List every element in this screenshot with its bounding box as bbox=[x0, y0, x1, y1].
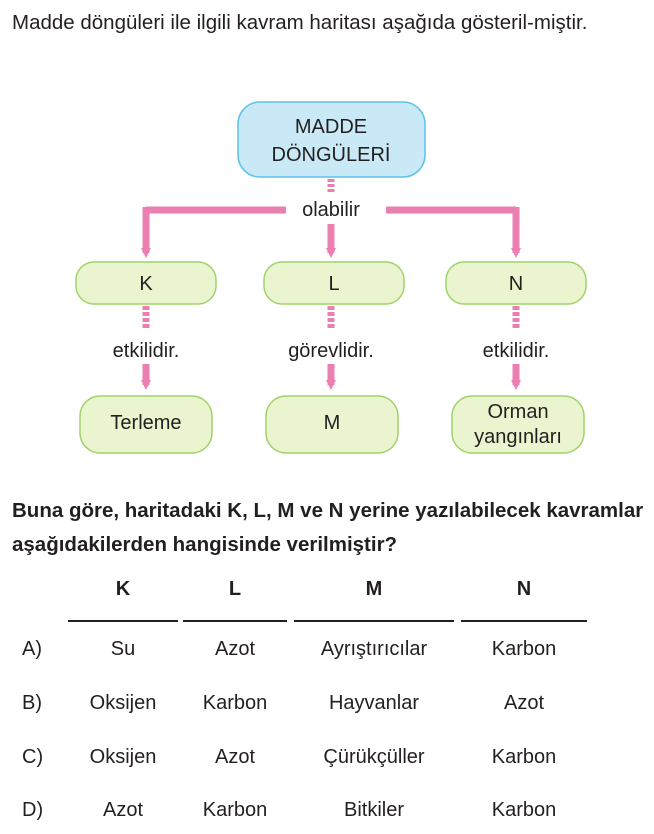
option-letter-c: C) bbox=[22, 746, 44, 768]
result-node-n bbox=[451, 395, 585, 454]
option-c-n: Karbon bbox=[491, 746, 557, 768]
option-a-n: Karbon bbox=[491, 638, 557, 660]
question-text: Buna göre, haritadaki K, L, M ve N yerin… bbox=[12, 499, 644, 556]
option-a-l: Azot bbox=[214, 638, 256, 660]
relation-label-k: etkilidir. bbox=[113, 340, 180, 362]
header-k: K bbox=[115, 578, 131, 600]
node-n-label: N bbox=[509, 273, 523, 295]
option-c-l: Azot bbox=[214, 746, 256, 768]
option-b-m: Hayvanlar bbox=[328, 692, 420, 714]
result-node-n-line-2: yangınları bbox=[474, 426, 562, 448]
relation-label-n: etkilidir. bbox=[483, 340, 550, 362]
result-node-l bbox=[265, 395, 399, 454]
node-k-label: K bbox=[139, 273, 153, 295]
root-node-line-2: DÖNGÜLERİ bbox=[272, 143, 391, 166]
option-b-l: Karbon bbox=[202, 692, 268, 714]
option-d-l: Karbon bbox=[202, 799, 268, 821]
header-underline-n bbox=[461, 620, 587, 622]
option-a-k: Su bbox=[110, 638, 136, 660]
option-d-k: Azot bbox=[102, 799, 144, 821]
header-m: M bbox=[365, 578, 383, 600]
intro-text: Madde döngüleri ile ilgili kavram harita… bbox=[12, 11, 588, 34]
result-node-k bbox=[79, 395, 213, 454]
node-k bbox=[75, 261, 217, 305]
option-d-m: Bitkiler bbox=[343, 799, 404, 821]
root-node-line-1: MADDE bbox=[295, 116, 367, 138]
node-l bbox=[263, 261, 405, 305]
node-n bbox=[445, 261, 587, 305]
option-b-n: Azot bbox=[503, 692, 545, 714]
result-node-l-label: M bbox=[324, 412, 341, 434]
result-node-k-label: Terleme bbox=[110, 412, 181, 434]
option-b-k: Oksijen bbox=[89, 692, 157, 714]
header-l: L bbox=[228, 578, 242, 600]
connector-label: olabilir bbox=[302, 199, 360, 221]
header-n: N bbox=[516, 578, 532, 600]
option-a-m: Ayrıştırıcılar bbox=[320, 638, 428, 660]
option-letter-d: D) bbox=[22, 799, 44, 821]
header-underline-m bbox=[294, 620, 454, 622]
option-c-m: Çürükçüller bbox=[323, 746, 425, 768]
option-letter-a: A) bbox=[22, 638, 42, 660]
node-l-label: L bbox=[328, 273, 339, 295]
header-underline-l bbox=[183, 620, 287, 622]
relation-label-l: görevlidir. bbox=[288, 340, 374, 362]
header-underline-k bbox=[68, 620, 178, 622]
result-node-n-line-1: Orman bbox=[487, 401, 548, 423]
root-node bbox=[237, 101, 426, 178]
option-letter-b: B) bbox=[22, 692, 42, 714]
option-c-k: Oksijen bbox=[89, 746, 157, 768]
option-d-n: Karbon bbox=[491, 799, 557, 821]
